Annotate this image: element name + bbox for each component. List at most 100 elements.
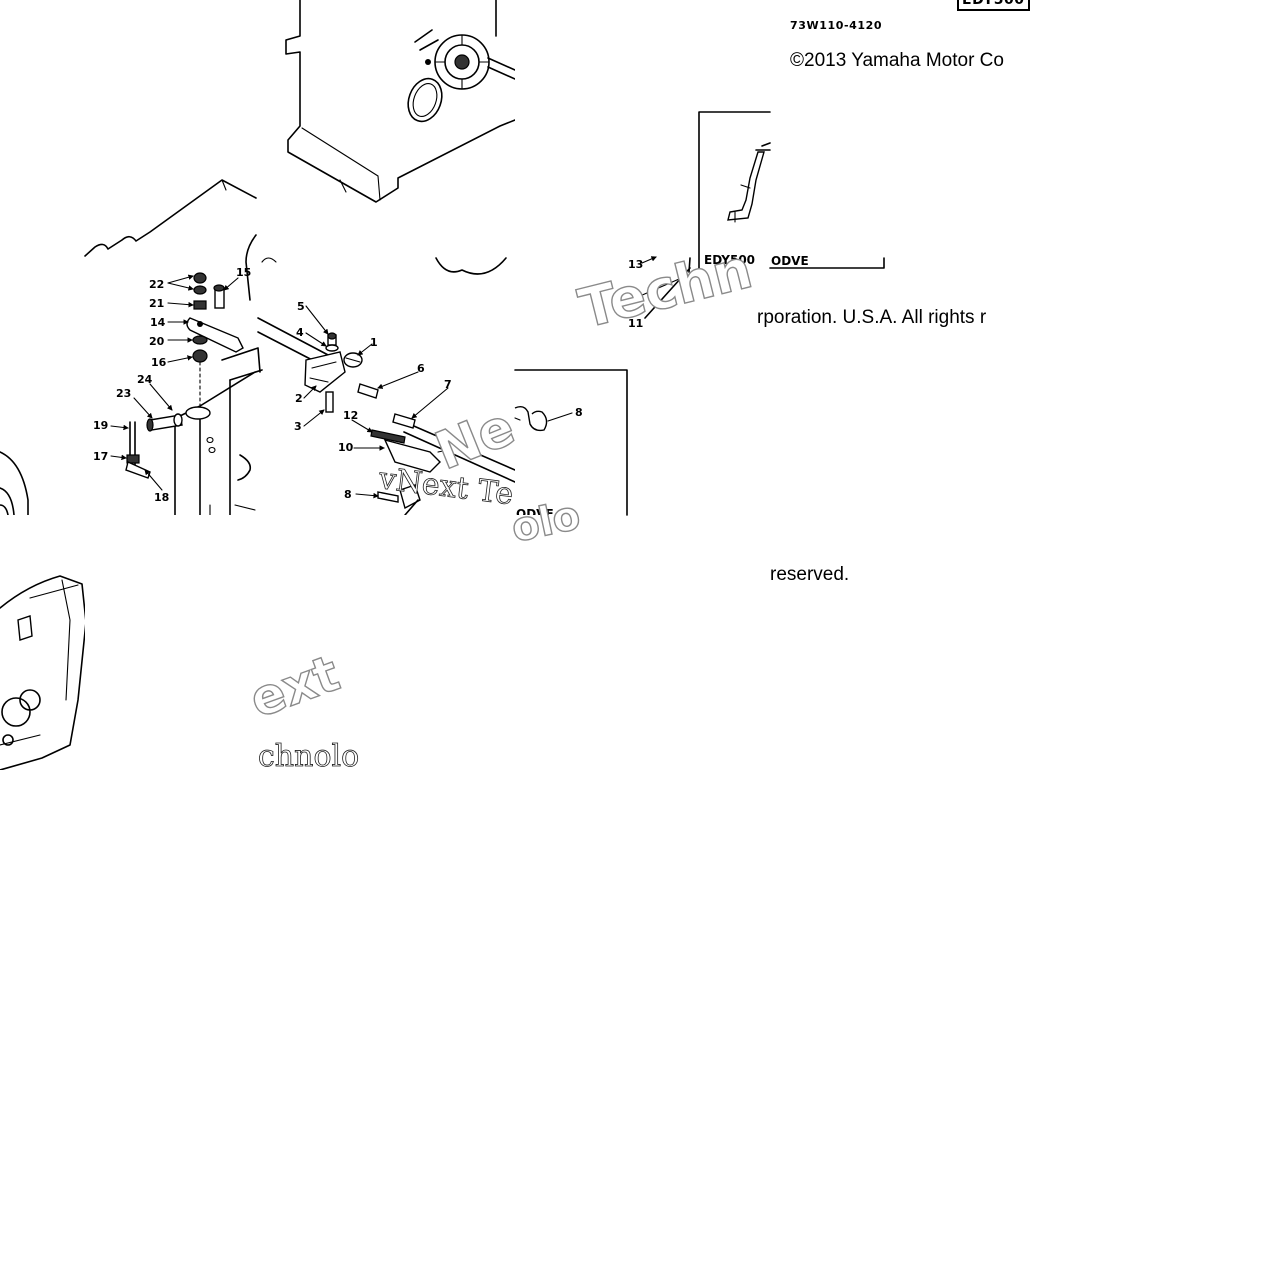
part-6-pin xyxy=(357,383,379,399)
leader-line-11 xyxy=(639,275,687,297)
part-23-end xyxy=(173,413,183,427)
model-code-box: EDY500 xyxy=(957,0,1030,11)
case-plate-lower-lines xyxy=(209,504,256,515)
leader-line-7 xyxy=(411,387,449,419)
callout-7: 7 xyxy=(444,378,452,391)
part-4-washer xyxy=(325,344,339,352)
leader-line-21 xyxy=(167,301,194,308)
part-7-spacer xyxy=(392,413,416,429)
engine-oring xyxy=(407,77,443,123)
engine-small-part xyxy=(414,29,439,51)
watermark-vnext-te: vNext Te xyxy=(376,461,515,512)
case-plate-c-shape xyxy=(237,454,252,481)
callout-19: 19 xyxy=(93,419,108,432)
shift-shaft-lower xyxy=(399,419,515,483)
callout-12: 12 xyxy=(343,409,358,422)
engine-fragment-outline xyxy=(0,575,85,770)
side-leaders: 13 11 xyxy=(628,256,691,330)
callout-22: 22 xyxy=(149,278,164,291)
engine-fragment-boss-1 xyxy=(1,697,31,727)
callout-17: 17 xyxy=(93,450,108,463)
case-plate-top-edge xyxy=(175,369,263,419)
housing-drawing xyxy=(0,179,277,515)
callout-3: 3 xyxy=(294,420,302,433)
part-24-end xyxy=(146,418,154,432)
engine-fragment-edge xyxy=(29,579,79,701)
leader-line-8 xyxy=(355,492,379,499)
leader-line-16 xyxy=(167,355,193,363)
part-10-arm xyxy=(383,438,441,473)
leader-line-3 xyxy=(303,409,325,427)
housing-notch xyxy=(221,179,227,191)
engine-block-inner-edge xyxy=(301,127,381,201)
engine-block-drawing xyxy=(285,0,515,275)
part-15-bolt-head xyxy=(213,284,225,292)
part-14-lever-hole xyxy=(197,321,203,327)
upper-inset-lever xyxy=(727,151,765,221)
leader-line-8-inset xyxy=(547,412,573,422)
case-plate-rivet-2 xyxy=(208,446,216,454)
leader-line-23 xyxy=(133,397,153,419)
watermark-techn: Techn xyxy=(573,237,758,341)
side-rod-end xyxy=(634,293,640,299)
watermark-olo: olo xyxy=(508,493,585,552)
lower-inset-model-suffix: ODVE xyxy=(516,507,554,521)
leader-line-6 xyxy=(377,371,419,389)
engine-fragment-line xyxy=(0,734,41,746)
part-22-nut-a xyxy=(193,272,207,284)
leader-line-2 xyxy=(303,385,317,399)
part-21-washer xyxy=(193,300,207,310)
shift-cam-parts xyxy=(304,332,449,515)
rotor-hub xyxy=(454,54,470,70)
part-1-cap-line xyxy=(345,357,361,363)
lower-inset: 8 ODVE olo xyxy=(507,369,628,552)
diagram-number: 73W110-4120 xyxy=(790,19,883,32)
leader-line-17 xyxy=(110,454,127,461)
side-rod-long xyxy=(644,267,691,319)
upper-inset-model-suffix: ODVE xyxy=(771,254,809,268)
callout-14: 14 xyxy=(150,316,166,329)
callout-16: 16 xyxy=(151,356,167,369)
case-plate-rivet-1 xyxy=(206,436,214,444)
part-16-bushing xyxy=(192,349,208,363)
callout-1: 1 xyxy=(370,336,378,349)
leader-line-22b xyxy=(167,282,194,291)
part-10-mark xyxy=(437,449,449,453)
part-5-bolt-head xyxy=(327,332,337,340)
part-8-tail xyxy=(404,499,419,515)
leader-lines xyxy=(110,274,449,499)
crankcase-bottom-arc xyxy=(435,257,507,275)
lower-inset-part xyxy=(514,405,548,432)
upper-inset-frame-bottom xyxy=(769,257,885,269)
model-code-label: EDY500 xyxy=(962,0,1025,8)
callout-23: 23 xyxy=(116,387,131,400)
copyright-line-2: rporation. U.S.A. All rights r xyxy=(757,307,987,328)
leader-line-19 xyxy=(110,424,129,431)
watermark-ext: ext xyxy=(242,644,346,729)
copyright-line-3: reserved. xyxy=(770,564,850,585)
engine-block-outline xyxy=(285,0,515,203)
part-17-nut xyxy=(126,454,140,464)
case-plate-hole xyxy=(185,406,211,420)
copyright-line-1: ©2013 Yamaha Motor Co xyxy=(790,50,1004,71)
upper-inset-model-label: EDY500 xyxy=(704,253,755,267)
leader-line-15 xyxy=(223,277,239,291)
upper-inset-lever-detail xyxy=(734,184,751,223)
lever-stack-parts xyxy=(186,272,244,363)
leader-line-12 xyxy=(351,419,373,433)
main-exploded-view: 22 15 21 14 20 16 24 23 19 17 18 5 4 1 6… xyxy=(0,0,515,515)
housing-wall-lip xyxy=(261,257,277,263)
callout-15: 15 xyxy=(236,266,251,279)
part-18-lever xyxy=(125,461,151,479)
part-12-bar xyxy=(370,429,406,444)
engine-fragment-lug xyxy=(17,615,33,641)
callout-18: 18 xyxy=(154,491,169,504)
housing-top-wavy-edge xyxy=(84,179,257,257)
upper-inset: EDY500 ODVE xyxy=(698,111,885,269)
upper-inset-lever-top xyxy=(755,142,771,151)
callout-numbers: 22 15 21 14 20 16 24 23 19 17 18 5 4 1 6… xyxy=(93,266,452,504)
lower-left-engine-fragment xyxy=(0,575,85,770)
rotor-spokes xyxy=(434,34,490,90)
housing-wall xyxy=(245,234,257,301)
